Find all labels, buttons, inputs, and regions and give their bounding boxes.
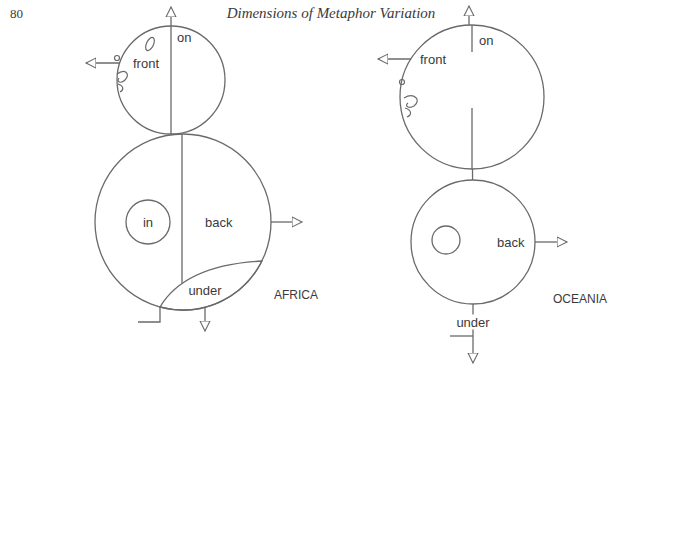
- left-arrow: [86, 62, 120, 63]
- inner-circle: [432, 226, 460, 254]
- under-region: under: [158, 258, 264, 312]
- direction-arrows: [86, 6, 567, 363]
- part-name: in: [143, 215, 153, 230]
- head-divider: [471, 25, 472, 52]
- part-name: under: [188, 283, 221, 298]
- up-arrow: [170, 7, 171, 26]
- circle-region: on front: [117, 26, 225, 134]
- part-name: front: [420, 52, 446, 67]
- mouth: [117, 72, 127, 92]
- part-name: under: [454, 315, 491, 330]
- part-name: on: [479, 33, 493, 48]
- head-divider: [471, 108, 472, 169]
- body-divider: [181, 134, 182, 283]
- neck-line: [472, 169, 473, 180]
- figure-label: AFRICA: [274, 288, 318, 302]
- circle-region: on front: [400, 25, 544, 169]
- right-arrow: [535, 241, 567, 242]
- down-arrow: [204, 307, 205, 331]
- circle-region: back: [411, 180, 535, 304]
- page-number: 80: [10, 6, 23, 21]
- node-outline: [117, 26, 225, 134]
- head-divider: [170, 26, 171, 134]
- part-name: front: [133, 56, 159, 71]
- region-outline: [160, 261, 262, 310]
- figure-label: OCEANIA: [553, 292, 607, 306]
- circle-outline: [126, 200, 170, 244]
- face-features: [115, 36, 418, 117]
- mouth: [404, 96, 417, 117]
- down-arrow: [472, 304, 473, 363]
- part-name: on: [177, 30, 191, 45]
- circle-region: in: [126, 200, 170, 244]
- leg-line: [138, 307, 160, 322]
- body-lines: [138, 25, 473, 336]
- leg-line: [450, 335, 473, 336]
- eye: [144, 36, 156, 52]
- circle-outline: [400, 25, 544, 169]
- circle-region: back in under: [95, 134, 271, 310]
- up-arrow: [468, 6, 469, 25]
- circle-outline: [117, 26, 225, 134]
- circle-outline: [411, 180, 535, 304]
- circle-outline: [95, 134, 271, 310]
- part-name: back: [497, 235, 524, 250]
- left-arrow: [378, 58, 411, 59]
- nose: [115, 56, 120, 61]
- page-title: Dimensions of Metaphor Variation: [227, 5, 436, 22]
- right-arrow: [271, 221, 302, 222]
- part-name: back: [205, 215, 232, 230]
- node-outline: [400, 25, 544, 169]
